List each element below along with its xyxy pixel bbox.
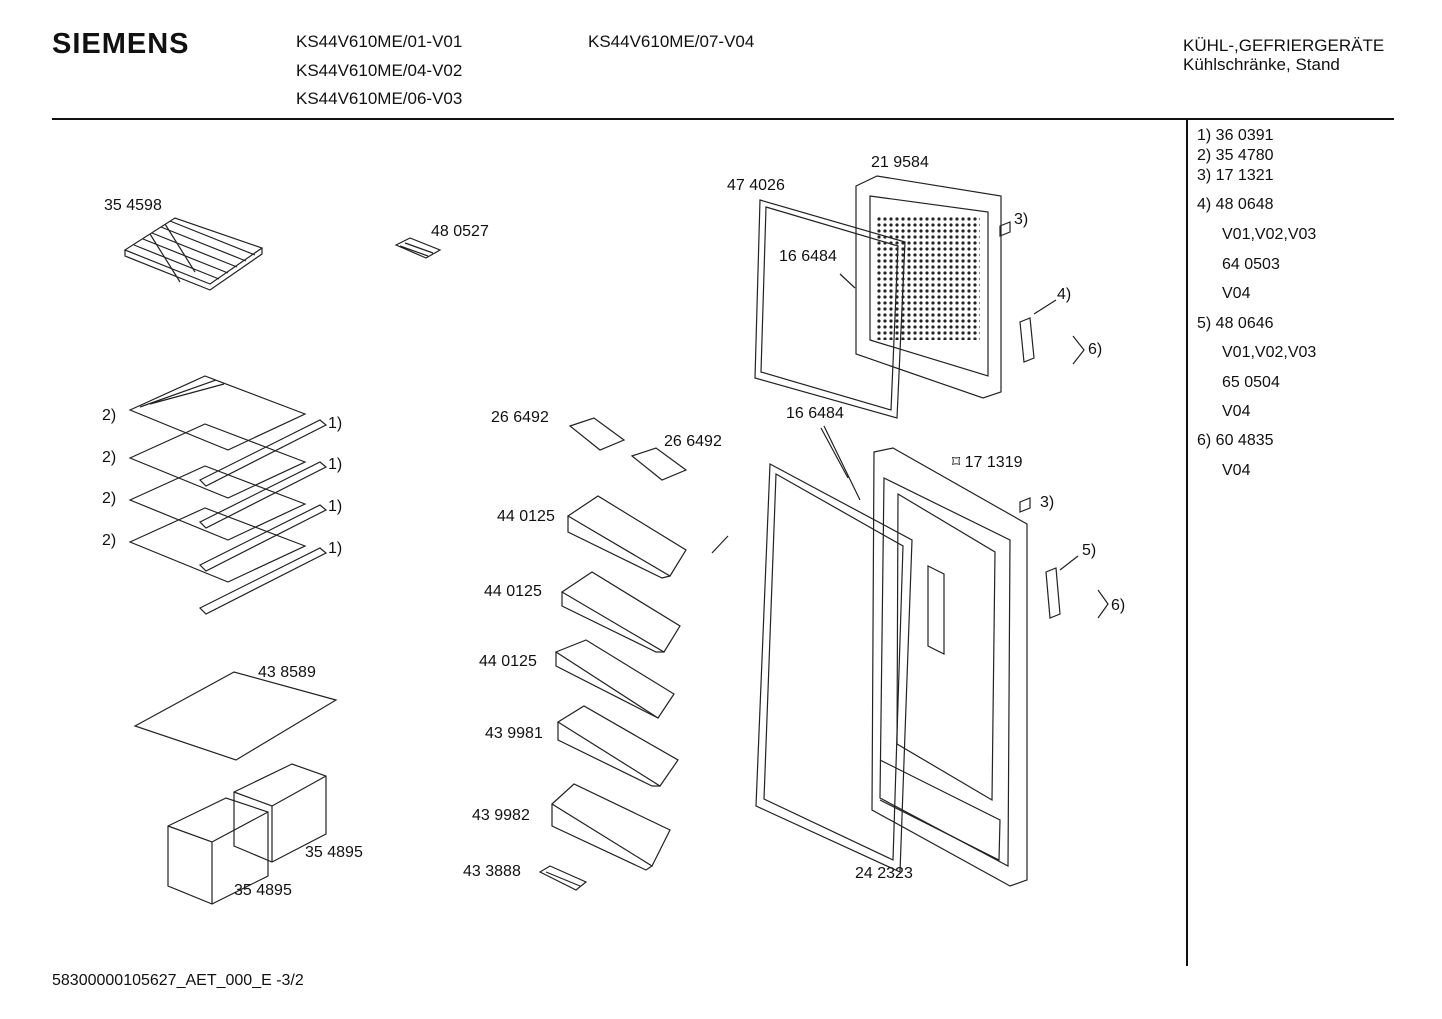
- callout: 4): [1057, 286, 1072, 303]
- part-number: 17 1319: [964, 454, 1023, 471]
- model-number: KS44V610ME/01-V01: [296, 32, 463, 51]
- legend-divider: [1186, 120, 1188, 966]
- part-label: 44 0125: [479, 653, 537, 670]
- category-title: KÜHL-,GEFRIERGERÄTE: [1183, 36, 1385, 55]
- part-label: 43 8589: [258, 664, 316, 681]
- part-label: 44 0125: [484, 583, 542, 600]
- model-number: KS44V610ME/04-V02: [296, 61, 463, 80]
- legend-entry: 6) 60 4835: [1197, 432, 1274, 449]
- callout: 2): [102, 532, 117, 549]
- egg-insert-icon: [394, 237, 442, 259]
- callout: 3): [1014, 211, 1029, 228]
- legend-variant: V01,V02,V03: [1222, 226, 1317, 243]
- part-label: 21 9584: [871, 154, 929, 171]
- door-balcony-icon: [551, 783, 671, 871]
- glass-shelf-icon: [128, 507, 328, 615]
- door-seal-icon: [755, 463, 913, 873]
- door-balcony-icon: [556, 705, 679, 787]
- part-label: 43 9981: [485, 725, 543, 742]
- part-label: 26 6492: [664, 433, 722, 450]
- freezer-door-icon: [855, 175, 1002, 399]
- part-label: 35 4895: [305, 844, 363, 861]
- legend-entry: 5) 48 0646: [1197, 315, 1274, 332]
- model-number: KS44V610ME/07-V04: [588, 32, 755, 51]
- model-number: KS44V610ME/06-V03: [296, 89, 463, 108]
- legend-variant: V04: [1222, 462, 1251, 479]
- part-label: 24 2323: [855, 865, 913, 882]
- category-subtitle: Kühlschränke, Stand: [1183, 55, 1340, 74]
- brand-logo: SIEMENS: [52, 28, 190, 60]
- legend-entry: 4) 48 0648: [1197, 196, 1274, 213]
- door-balcony-icon: [566, 495, 687, 579]
- door-seal-icon: [754, 199, 906, 419]
- hinge-icon: [1045, 567, 1061, 619]
- glass-shelf-icon: [128, 375, 328, 487]
- legend-entry: 3) 17 1321: [1197, 167, 1274, 184]
- part-label: 48 0527: [431, 223, 489, 240]
- callout: 1): [328, 456, 343, 473]
- crisper-drawer-icon: [167, 763, 327, 905]
- callout: 6): [1088, 341, 1103, 358]
- part-label: 35 4895: [234, 882, 292, 899]
- legend-variant: V04: [1222, 403, 1251, 420]
- callout: 6): [1111, 597, 1126, 614]
- part-label: 26 6492: [491, 409, 549, 426]
- glass-shelf-icon: [128, 465, 328, 572]
- legend-variant: V04: [1222, 285, 1251, 302]
- document-id: 58300000105627_AET_000_E -3/2: [52, 972, 304, 989]
- part-label: 47 4026: [727, 177, 785, 194]
- wire-shelf-icon: [123, 217, 264, 291]
- callout: 3): [1040, 494, 1055, 511]
- part-label: 35 4598: [104, 197, 162, 214]
- callout: 2): [102, 449, 117, 466]
- glass-shelf-icon: [128, 423, 328, 529]
- legend-entry: 1) 36 0391: [1197, 127, 1274, 144]
- door-balcony-icon: [554, 639, 675, 719]
- part-label: 43 3888: [463, 863, 521, 880]
- box-icon: ⌑: [952, 454, 965, 471]
- egg-tray-icon: [568, 417, 688, 481]
- callout: 5): [1082, 542, 1097, 559]
- part-label: 44 0125: [497, 508, 555, 525]
- bottle-holder-icon: [538, 865, 588, 891]
- callout: 2): [102, 407, 117, 424]
- legend-entry: 2) 35 4780: [1197, 147, 1274, 164]
- part-label: ⌑ 17 1319: [952, 452, 1023, 472]
- callout: 2): [102, 490, 117, 507]
- callout: 1): [328, 498, 343, 515]
- callout: 1): [328, 540, 343, 557]
- legend-variant: V01,V02,V03: [1222, 344, 1317, 361]
- part-label: 43 9982: [472, 807, 530, 824]
- legend-entry: 65 0504: [1222, 374, 1280, 391]
- legend-entry: 64 0503: [1222, 256, 1280, 273]
- glass-plate-icon: [133, 671, 338, 761]
- part-label: 16 6484: [779, 248, 837, 265]
- fridge-door-icon: [871, 447, 1028, 887]
- part-label: 16 6484: [786, 405, 844, 422]
- door-balcony-icon: [560, 571, 681, 653]
- callout: 1): [328, 415, 343, 432]
- hinge-icon: [1019, 317, 1035, 363]
- header-divider: [52, 118, 1394, 120]
